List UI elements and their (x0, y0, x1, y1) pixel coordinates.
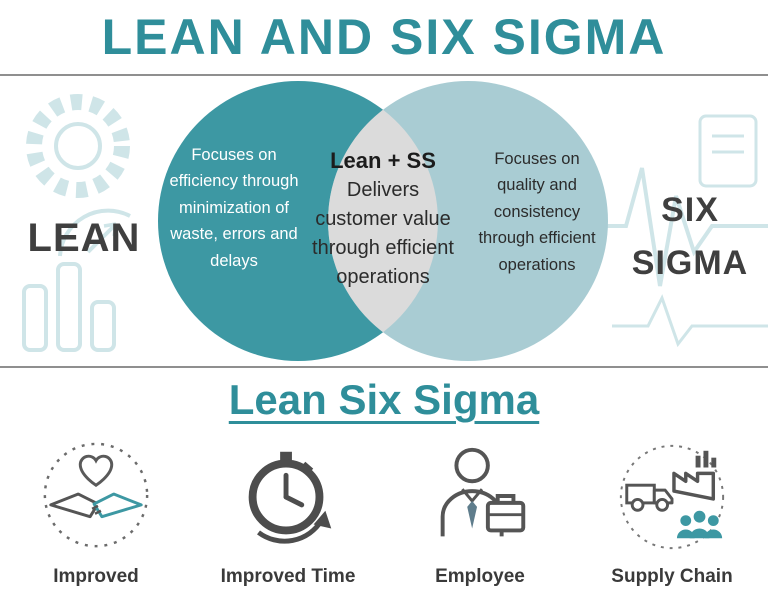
benefit-label: Improved Time Management (220, 566, 356, 593)
benefit-label: Employee Motivation (433, 566, 528, 593)
page-title: LEAN AND SIX SIGMA (101, 9, 667, 65)
lean-circle-text: Focuses on efficiency through minimizati… (169, 146, 299, 270)
six-sigma-label-line2: SIGMA (631, 243, 749, 282)
benefit-employee-motivation: Employee Motivation (384, 438, 576, 593)
overlap-body: Delivers customer value through efficien… (312, 179, 454, 288)
overlap-title: Lean + SS (330, 148, 436, 173)
supply-chain-icon (612, 438, 732, 556)
six-sigma-label: SIX SIGMA (612, 184, 768, 289)
venn-circles (158, 81, 608, 361)
employee-briefcase-icon (420, 438, 540, 556)
stopwatch-icon (228, 438, 348, 556)
benefit-label: Improved Customer Loyalty (52, 566, 141, 593)
overlap-text: Lean + SS Delivers customer value throug… (303, 148, 463, 292)
handshake-heart-icon (36, 438, 156, 556)
six-sigma-label-line1: SIX (661, 191, 719, 229)
benefit-time-management: Improved Time Management (192, 438, 384, 593)
venn-section: LEAN SIX SIGMA Focuses on efficiency thr… (0, 76, 768, 366)
benefit-customer-loyalty: Improved Customer Loyalty (0, 438, 192, 593)
subtitle: Lean Six Sigma (228, 376, 540, 423)
lean-label: LEAN (27, 216, 141, 260)
six-sigma-circle-text: Focuses on quality and consistency throu… (478, 150, 596, 274)
bar-chart-icon (22, 262, 116, 352)
header: LEAN AND SIX SIGMA (0, 0, 768, 74)
bottom-divider (0, 366, 768, 368)
subtitle-wrap: Lean Six Sigma (0, 376, 768, 424)
benefits-row: Improved Customer Loyalty Improved Time … (0, 438, 768, 593)
top-divider (0, 74, 768, 76)
waveform-icon (600, 114, 768, 348)
background-decorations (22, 94, 768, 352)
benefit-supply-chain: Supply Chain Management (576, 438, 768, 593)
speedometer-icon (58, 208, 131, 257)
benefit-label: Supply Chain Management (611, 566, 733, 593)
gear-icon (26, 94, 130, 198)
venn-overlap (328, 109, 438, 333)
